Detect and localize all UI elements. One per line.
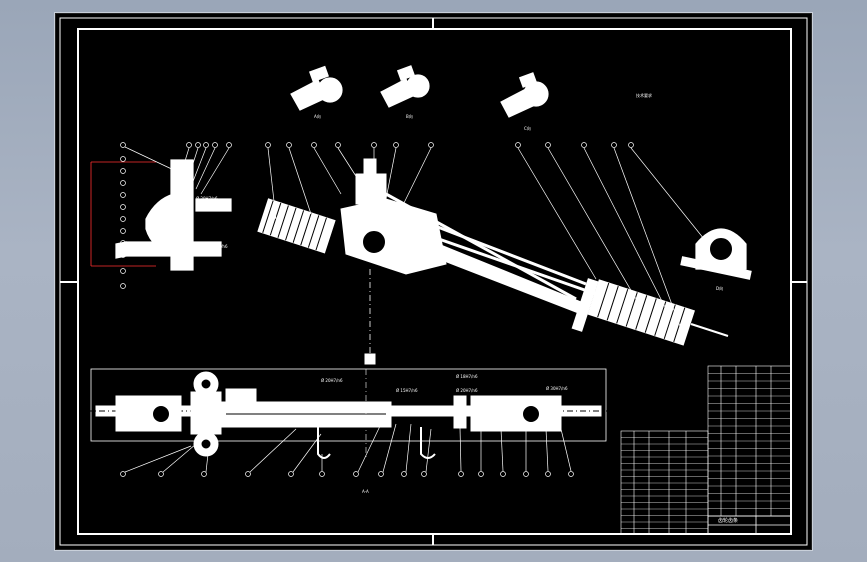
view-label-a: A向	[314, 114, 321, 119]
view-label-b: B向	[406, 114, 413, 119]
view-label-c: C向	[524, 126, 531, 131]
view-b-bracket	[380, 65, 430, 108]
fit-callout: Ø 15H7/n6	[396, 388, 418, 393]
part-balloons-left	[120, 156, 126, 289]
view-label-d: D向	[716, 286, 724, 291]
view-c-bracket	[500, 72, 549, 118]
drawing-sheet: 技术要求 Ø 20H7/n6 Ø 20H7/n6 Ø 20H7/h6 Ø 20H…	[55, 13, 812, 550]
parts-list-lower-rows	[621, 437, 708, 529]
fit-callout: Ø 20H7/n6	[456, 388, 478, 393]
fit-callout: Ø 30H7/n6	[546, 386, 568, 391]
fit-callout: Ø 18H7/n6	[456, 374, 478, 379]
fit-callout: Ø 20H7/n6	[196, 196, 218, 201]
mount-bracket-view	[680, 228, 752, 280]
inner-frame	[77, 28, 792, 535]
fit-callout: Ø 20H7/n6	[201, 204, 223, 209]
outer-frame	[59, 17, 808, 546]
right-boot	[587, 279, 695, 346]
view-a-bracket	[290, 65, 343, 111]
title-block	[707, 515, 792, 535]
pinion-housing-view	[115, 159, 232, 271]
fit-callout: Ø 20H7/h6	[206, 244, 228, 249]
steering-gear-main-view	[257, 158, 729, 365]
left-boot	[257, 198, 336, 254]
technical-notes-title: 技术要求	[636, 93, 652, 98]
part-balloons-top	[120, 142, 705, 330]
title-block-name: 齿轮齿条	[718, 518, 739, 524]
part-balloons-bottom	[120, 423, 574, 477]
fit-callout: Ø 20H7/n6	[321, 378, 343, 383]
section-view	[86, 368, 611, 459]
parts-list-lower	[620, 430, 709, 535]
cad-drawing	[59, 17, 808, 546]
section-label: A-A	[362, 489, 369, 494]
centring-marks	[60, 18, 807, 545]
parts-list-upper-rows	[708, 373, 791, 509]
